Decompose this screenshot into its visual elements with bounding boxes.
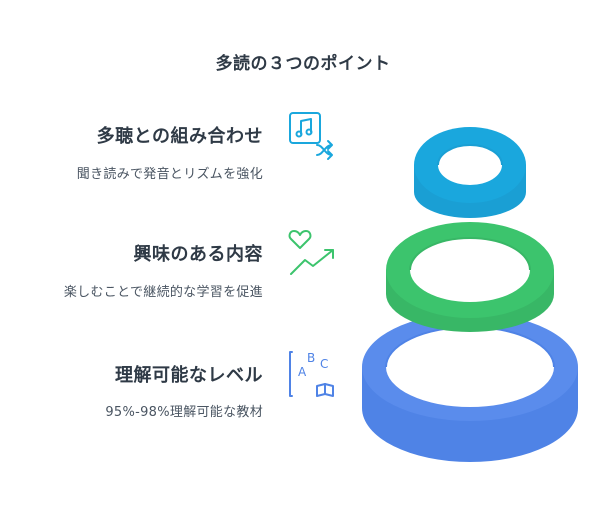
ring-bottom	[362, 313, 578, 462]
letter-b: B	[307, 351, 315, 365]
heart-growth-icon	[288, 230, 334, 275]
letter-c: C	[320, 357, 328, 371]
item-desc-listening: 聞き読みで発音とリズムを強化	[76, 167, 263, 182]
item-desc-level: 95%-98%理解可能な教材	[105, 405, 263, 420]
letter-a: A	[298, 365, 307, 379]
item-desc-interest: 楽しむことで継続的な学習を促進	[63, 285, 263, 300]
item-title-level: 理解可能なレベル	[115, 365, 263, 386]
diagram-title: 多読の３つのポイント	[215, 54, 391, 74]
ring-top	[414, 127, 526, 218]
abc-book-icon: A B C	[289, 351, 334, 397]
item-title-listening: 多聴との組み合わせ	[96, 126, 263, 147]
item-title-interest: 興味のある内容	[133, 244, 263, 265]
music-shuffle-icon	[289, 112, 333, 160]
ring-middle	[386, 222, 554, 332]
